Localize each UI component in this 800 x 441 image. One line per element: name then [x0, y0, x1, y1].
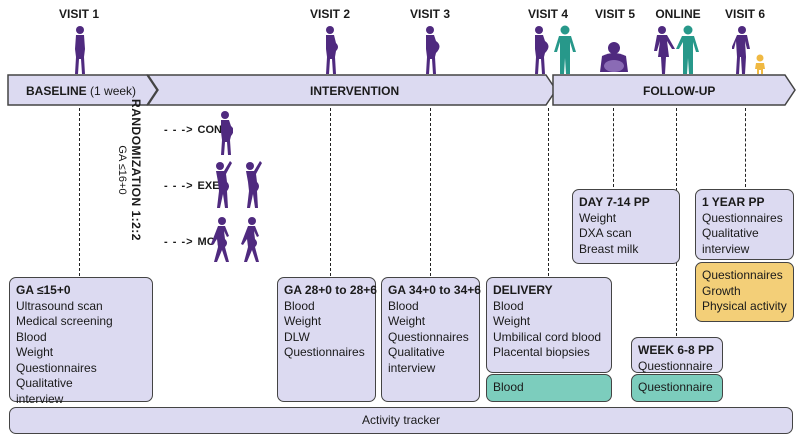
visit-4-label: VISIT 4	[527, 7, 569, 21]
visit-2-label: VISIT 2	[309, 7, 351, 21]
delivery-box: DELIVERY Blood Weight Umbilical cord blo…	[486, 277, 612, 373]
arm-con-label: CON	[197, 124, 222, 136]
ga34-box: GA 34+0 to 34+6 Blood Weight Questionnai…	[381, 277, 481, 402]
visit-3-connector	[430, 108, 431, 276]
visit-1-connector	[79, 108, 80, 276]
visit-5-connector	[613, 108, 614, 187]
arm-arrow: - - ->	[164, 124, 194, 136]
year1-child-item: Physical activity	[702, 299, 787, 313]
arm-exe: - - -> EXE	[164, 180, 220, 192]
visit-5-label: VISIT 5	[594, 7, 636, 21]
week6-box: WEEK 6-8 PP Questionnaire	[631, 337, 723, 373]
visit-1-label: VISIT 1	[58, 7, 100, 21]
mother-and-toddler-icon	[732, 26, 765, 74]
exercise-women-icon	[216, 161, 262, 208]
delivery-child-box: Blood	[486, 374, 612, 402]
delivery-item: Umbilical cord blood	[493, 329, 602, 344]
ga34-item: Qualitative	[388, 345, 445, 359]
ga28-item: Blood	[284, 298, 315, 313]
parents-holding-hands-icon	[654, 25, 699, 74]
week6-heading: WEEK 6-8 PP	[638, 343, 715, 357]
activity-tracker-bar: Activity tracker	[9, 407, 793, 434]
year1-child-item: Growth	[702, 283, 741, 298]
baseline-title: BASELINE	[26, 84, 87, 98]
ga15-item: Weight	[16, 345, 54, 359]
year1-heading: 1 YEAR PP	[702, 195, 765, 209]
ga28-item: Questionnaires	[284, 345, 365, 359]
ga28-box: GA 28+0 to 28+6 Blood Weight DLW Questio…	[277, 277, 377, 402]
arm-arrow: - - ->	[164, 236, 194, 248]
ga15-box: GA ≤15+0 Ultrasound scan Medical screeni…	[9, 277, 153, 406]
year1-child-item: Questionnaires	[702, 268, 783, 282]
ga28-item: Weight	[284, 314, 322, 328]
ga15-item: Qualitative	[16, 376, 73, 390]
pregnant-woman-and-partner-icon	[535, 25, 576, 74]
visit-6-label: VISIT 6	[724, 7, 766, 21]
visit-3-label: VISIT 3	[409, 7, 451, 21]
pregnant-woman-icon	[426, 26, 440, 74]
baseline-phase-arrow	[7, 74, 158, 106]
day7-item: Breast milk	[579, 241, 639, 256]
delivery-item: Blood	[493, 298, 524, 313]
visit-2-connector	[330, 108, 331, 276]
delivery-item: Placental biopsies	[493, 345, 590, 359]
baseline-label: BASELINE (1 week)	[26, 84, 136, 98]
delivery-item: Weight	[493, 314, 531, 328]
year1-item: Questionnaires	[702, 210, 783, 225]
ga34-item: Questionnaires	[388, 329, 469, 344]
delivery-heading: DELIVERY	[493, 283, 553, 297]
randomization-subtitle: GA ≤16+0	[116, 145, 128, 195]
ga34-heading: GA 34+0 to 34+6	[388, 283, 481, 297]
ga15-item: Medical screening	[16, 314, 113, 328]
motivation-walking-women-icon	[211, 217, 259, 262]
visit-6-connector	[745, 108, 746, 187]
ga15-item: Questionnaires	[16, 360, 97, 375]
ga15-item: Blood	[16, 329, 47, 344]
followup-phase-arrow	[552, 74, 796, 106]
year1-box: 1 YEAR PP Questionnaires Qualitative int…	[695, 189, 794, 260]
year1-item: Qualitative	[702, 226, 759, 240]
phase-timeline	[7, 74, 796, 106]
visit-4-connector	[548, 108, 549, 276]
ga15-item: Ultrasound scan	[16, 298, 103, 313]
day7-item: DXA scan	[579, 226, 632, 240]
ga34-item: Blood	[388, 298, 419, 313]
followup-label: FOLLOW-UP	[643, 84, 716, 98]
pregnant-woman-icon	[326, 26, 338, 74]
delivery-child-item: Blood	[493, 380, 524, 394]
intervention-phase-arrow	[146, 74, 557, 106]
day7-heading: DAY 7-14 PP	[579, 195, 650, 209]
ga15-item: interview	[16, 391, 64, 406]
ga34-item: interview	[388, 360, 436, 375]
pregnant-woman-icon	[75, 26, 85, 74]
online-label: ONLINE	[655, 7, 701, 21]
ga28-heading: GA 28+0 to 28+6	[284, 283, 377, 297]
week6-item: Questionnaire	[638, 358, 713, 373]
breastfeeding-mother-icon	[600, 42, 628, 72]
ga28-item: DLW	[284, 329, 310, 344]
randomization-title: RANDOMIZATION 1:2:2	[129, 99, 143, 241]
arm-arrow: - - ->	[164, 180, 194, 192]
arm-exe-label: EXE	[197, 180, 220, 192]
intervention-label: INTERVENTION	[310, 84, 400, 98]
week6-child-item: Questionnaire	[638, 380, 713, 394]
week6-child-box: Questionnaire	[631, 374, 723, 402]
ga34-item: Weight	[388, 314, 426, 328]
ga15-heading: GA ≤15+0	[16, 283, 71, 297]
arm-con: - - -> CON	[164, 124, 222, 136]
day7-box: DAY 7-14 PP Weight DXA scan Breast milk	[572, 189, 680, 264]
year1-item: interview	[702, 241, 750, 256]
baseline-duration: (1 week)	[90, 84, 137, 98]
day7-item: Weight	[579, 210, 617, 225]
year1-child-box: Questionnaires Growth Physical activity	[695, 262, 794, 322]
control-woman-icon	[221, 111, 233, 155]
